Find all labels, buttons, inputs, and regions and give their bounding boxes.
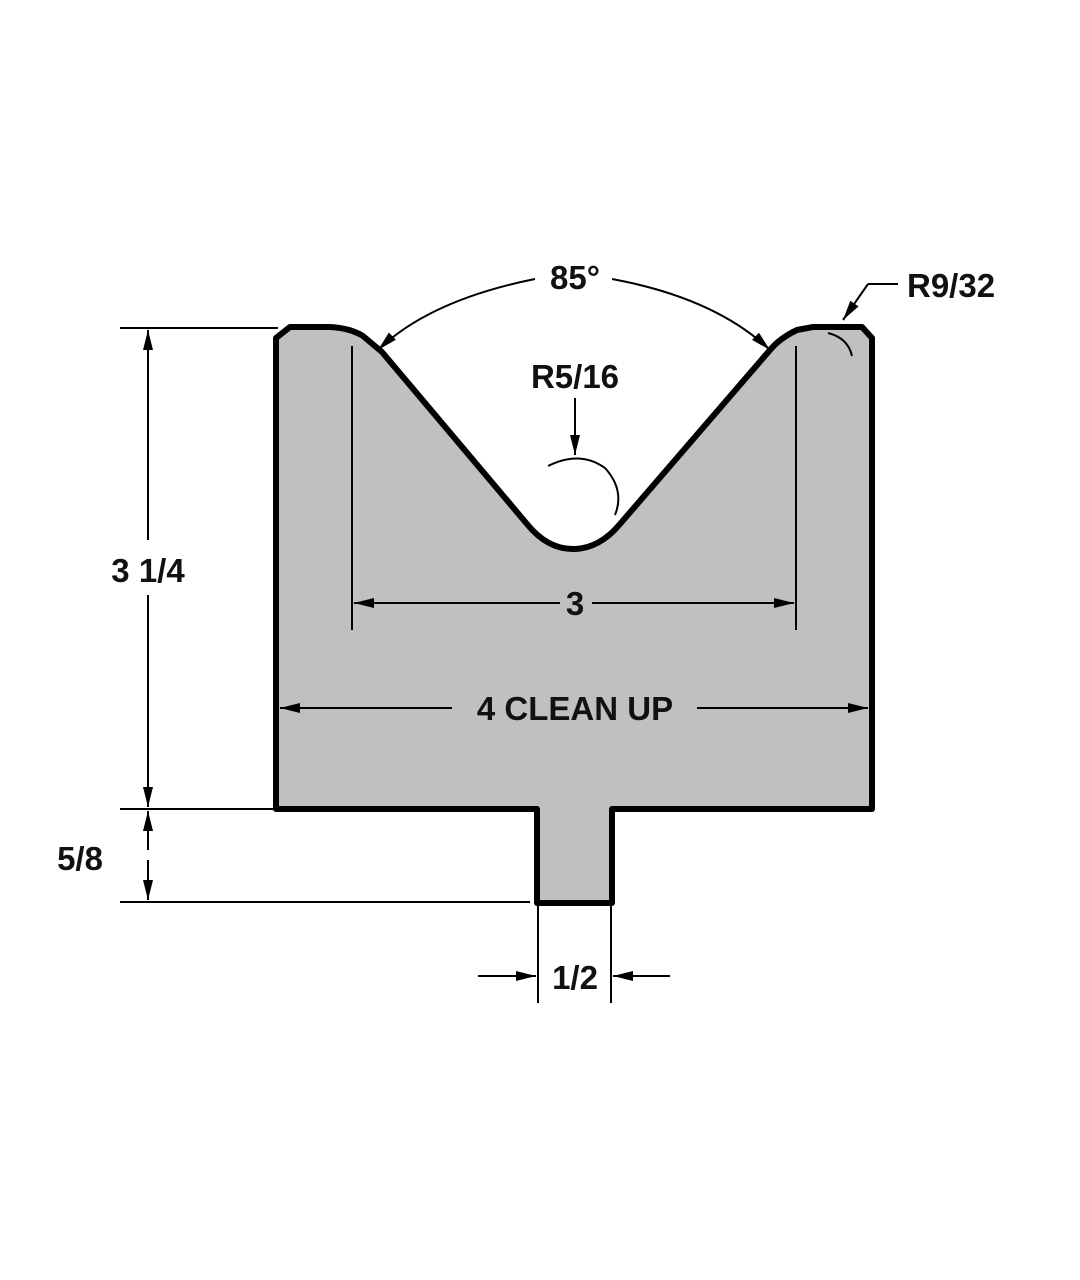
angle-arc-left bbox=[377, 278, 536, 351]
groove-radius-label: R5/16 bbox=[531, 358, 619, 395]
angle-arc-right bbox=[611, 278, 771, 351]
opening-width-label: 3 bbox=[566, 585, 584, 622]
tang-height-label: 5/8 bbox=[57, 840, 103, 877]
body-width-label: 4 CLEAN UP bbox=[477, 690, 673, 727]
body-height-label: 3 1/4 bbox=[111, 552, 185, 589]
die-body-profile bbox=[273, 324, 875, 906]
tip-radius-arc bbox=[827, 332, 853, 357]
angle-label: 85° bbox=[550, 259, 600, 296]
tip-radius-label: R9/32 bbox=[907, 267, 995, 304]
tang-width-label: 1/2 bbox=[552, 959, 598, 996]
groove-radius-arc bbox=[547, 457, 620, 516]
tip-radius-leader bbox=[842, 283, 869, 321]
